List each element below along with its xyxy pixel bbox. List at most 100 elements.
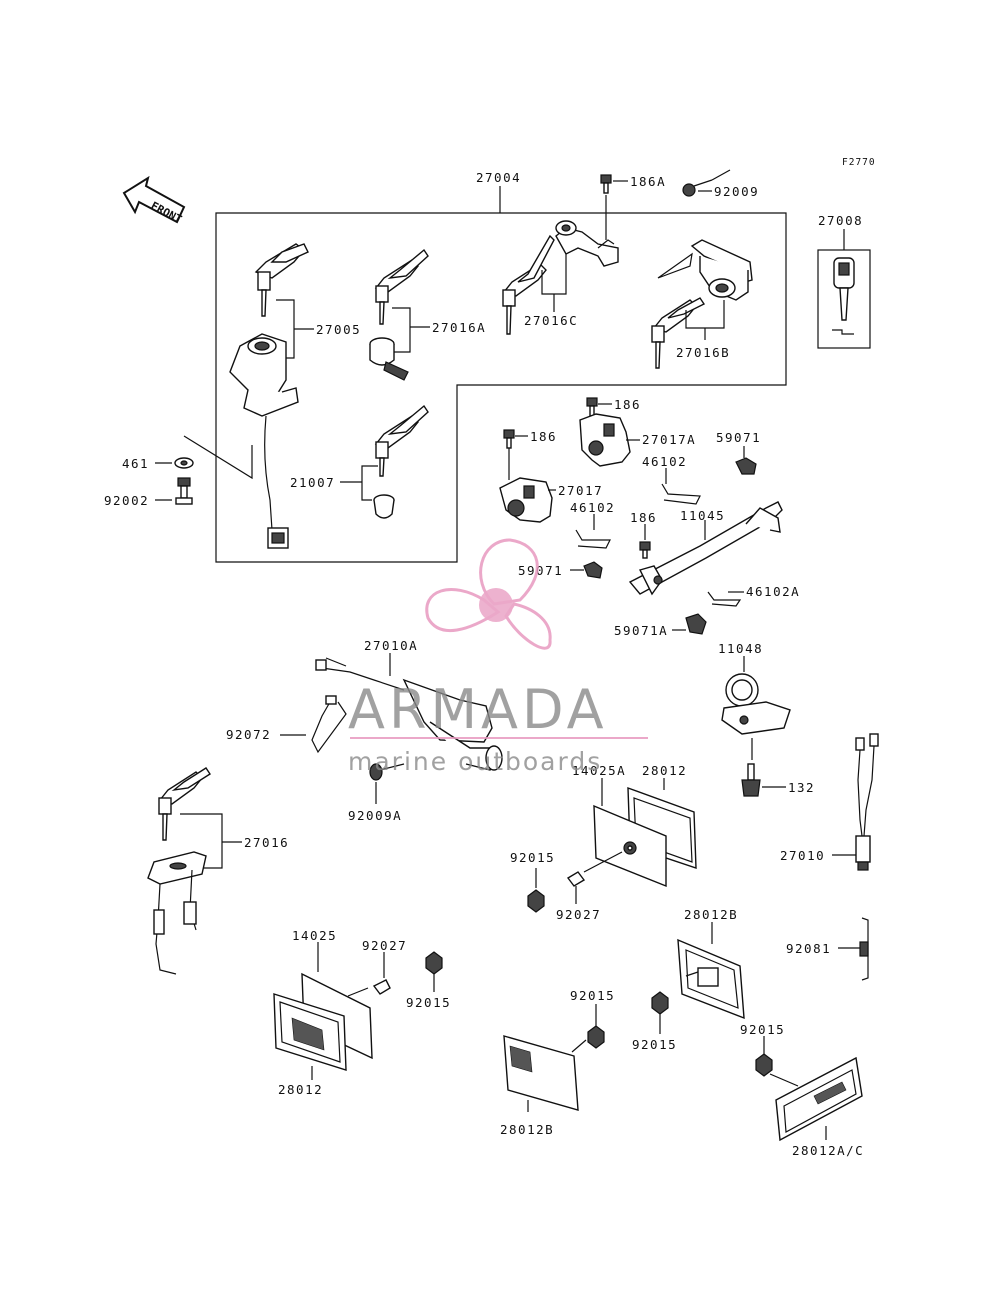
bolt-186-small-icon	[639, 541, 651, 559]
clamp-46102-lower-icon	[575, 529, 611, 549]
key-set-27005-icon	[254, 243, 309, 317]
part-label-27010: 27010	[780, 848, 825, 863]
clamp-46102-upper-icon	[661, 483, 701, 505]
part-label-186-small: 186	[630, 510, 657, 525]
part-label-132: 132	[788, 780, 815, 795]
key-set-27016A-icon	[374, 248, 429, 325]
part-label-46102-upper: 46102	[642, 454, 687, 469]
holder-27017A-icon	[579, 413, 631, 467]
key-set-27016C-icon	[502, 234, 555, 335]
part-label-11048: 11048	[718, 641, 763, 656]
clip-59071A-icon	[685, 613, 707, 635]
bolt-186-top-icon	[586, 397, 598, 417]
part-label-27016B: 27016B	[676, 345, 730, 360]
part-label-92015-right: 92015	[740, 1022, 785, 1037]
nut-92015-right-icon	[755, 1053, 799, 1087]
propeller-logo-icon	[425, 538, 552, 650]
clip-92081-icon	[859, 917, 869, 981]
part-label-92081: 92081	[786, 941, 831, 956]
reflector-28012B-lower-icon	[503, 1035, 579, 1111]
part-label-27016A: 27016A	[432, 320, 486, 335]
part-label-46102A: 46102A	[746, 584, 800, 599]
part-label-92015-right-center: 92015	[632, 1037, 677, 1052]
key-set-27016-icon	[158, 767, 211, 841]
part-label-186A: 186A	[630, 174, 666, 189]
part-label-21007: 21007	[290, 475, 335, 490]
ignition-switch-27005-icon	[229, 333, 299, 549]
group-outline-27004	[215, 212, 787, 563]
watermark-subtitle: marine outboards	[348, 747, 602, 776]
part-label-186-top: 186	[614, 397, 641, 412]
nut-92015-right-center-icon	[651, 991, 669, 1015]
nut-92015-upper-icon	[527, 889, 545, 913]
clip-59071-mid-icon	[583, 561, 603, 579]
part-label-92027-upper: 92027	[556, 907, 601, 922]
part-label-27005: 27005	[316, 322, 361, 337]
watermark: ARMADA marine outboards	[348, 538, 648, 776]
part-label-28012-upper: 28012	[642, 763, 687, 778]
part-label-92009: 92009	[714, 184, 759, 199]
lock-bracket-27016B-icon	[657, 239, 753, 301]
part-label-92015-center: 92015	[570, 988, 615, 1003]
front-arrow-icon: FRONT	[122, 175, 186, 226]
band-92072-icon	[311, 695, 347, 754]
holder-27017-icon	[499, 477, 553, 523]
part-label-14025A: 14025A	[572, 763, 626, 778]
clamp-46102A-icon	[707, 591, 742, 607]
part-label-59071-top: 59071	[716, 430, 761, 445]
key-case-27016-icon	[147, 851, 207, 975]
reflector-28012B-upper-icon	[677, 938, 745, 1020]
part-label-28012AC: 28012A/C	[792, 1143, 864, 1158]
part-label-28012-lower: 28012	[278, 1082, 323, 1097]
part-label-27016: 27016	[244, 835, 289, 850]
handlebar-11045-icon	[628, 501, 783, 596]
reflector-bracket-14025A-icon	[593, 804, 667, 888]
washer-461-icon	[174, 457, 194, 469]
part-label-11045: 11045	[680, 508, 725, 523]
part-label-27004: 27004	[476, 170, 521, 185]
switch-27010-icon	[855, 733, 879, 871]
key-27008-icon	[832, 257, 855, 335]
part-label-92015-left: 92015	[406, 995, 451, 1010]
reflector-28012AC-icon	[775, 1056, 863, 1142]
part-label-92009A: 92009A	[348, 808, 402, 823]
lock-21007-icon	[373, 494, 395, 519]
key-set-21007-icon	[374, 404, 429, 477]
bolt-92002-icon	[175, 477, 193, 505]
part-label-92027-lower: 92027	[362, 938, 407, 953]
part-label-59071-mid: 59071	[518, 563, 563, 578]
lock-27016C-icon	[555, 220, 619, 267]
part-label-27010A: 27010A	[364, 638, 418, 653]
part-label-59071A: 59071A	[614, 623, 668, 638]
part-label-27008: 27008	[818, 213, 863, 228]
part-label-92015-upper: 92015	[510, 850, 555, 865]
part-label-14025: 14025	[292, 928, 337, 943]
part-label-46102-lower: 46102	[570, 500, 615, 515]
reflector-28012-lower-icon	[273, 993, 347, 1071]
watermark-title: ARMADA	[348, 678, 608, 741]
nut-92015-center-icon	[571, 1025, 605, 1053]
part-label-92072: 92072	[226, 727, 271, 742]
part-label-28012B-lower: 28012B	[500, 1122, 554, 1137]
lock-27016A-icon	[369, 337, 409, 381]
bolt-186A-icon	[600, 174, 612, 194]
screw-92009-icon	[682, 169, 731, 197]
part-label-186-mid: 186	[530, 429, 557, 444]
clip-59071-top-icon	[735, 457, 757, 475]
part-label-27017: 27017	[558, 483, 603, 498]
bolt-132-icon	[741, 763, 761, 797]
figure-code: F2770	[842, 157, 876, 168]
part-label-27017A: 27017A	[642, 432, 696, 447]
part-label-92002: 92002	[104, 493, 149, 508]
key-set-27016B-icon	[651, 297, 706, 369]
nut-92015-left-icon	[425, 951, 443, 975]
collar-92027-lower-icon	[347, 979, 391, 997]
collar-92027-upper-icon	[566, 851, 623, 887]
part-label-27016C: 27016C	[524, 313, 578, 328]
bolt-186-mid-icon	[503, 429, 515, 449]
screw-92009A-icon	[369, 763, 405, 781]
part-label-461: 461	[122, 456, 149, 471]
bracket-11048-icon	[721, 673, 791, 735]
switch-27010A-icon	[315, 657, 503, 771]
